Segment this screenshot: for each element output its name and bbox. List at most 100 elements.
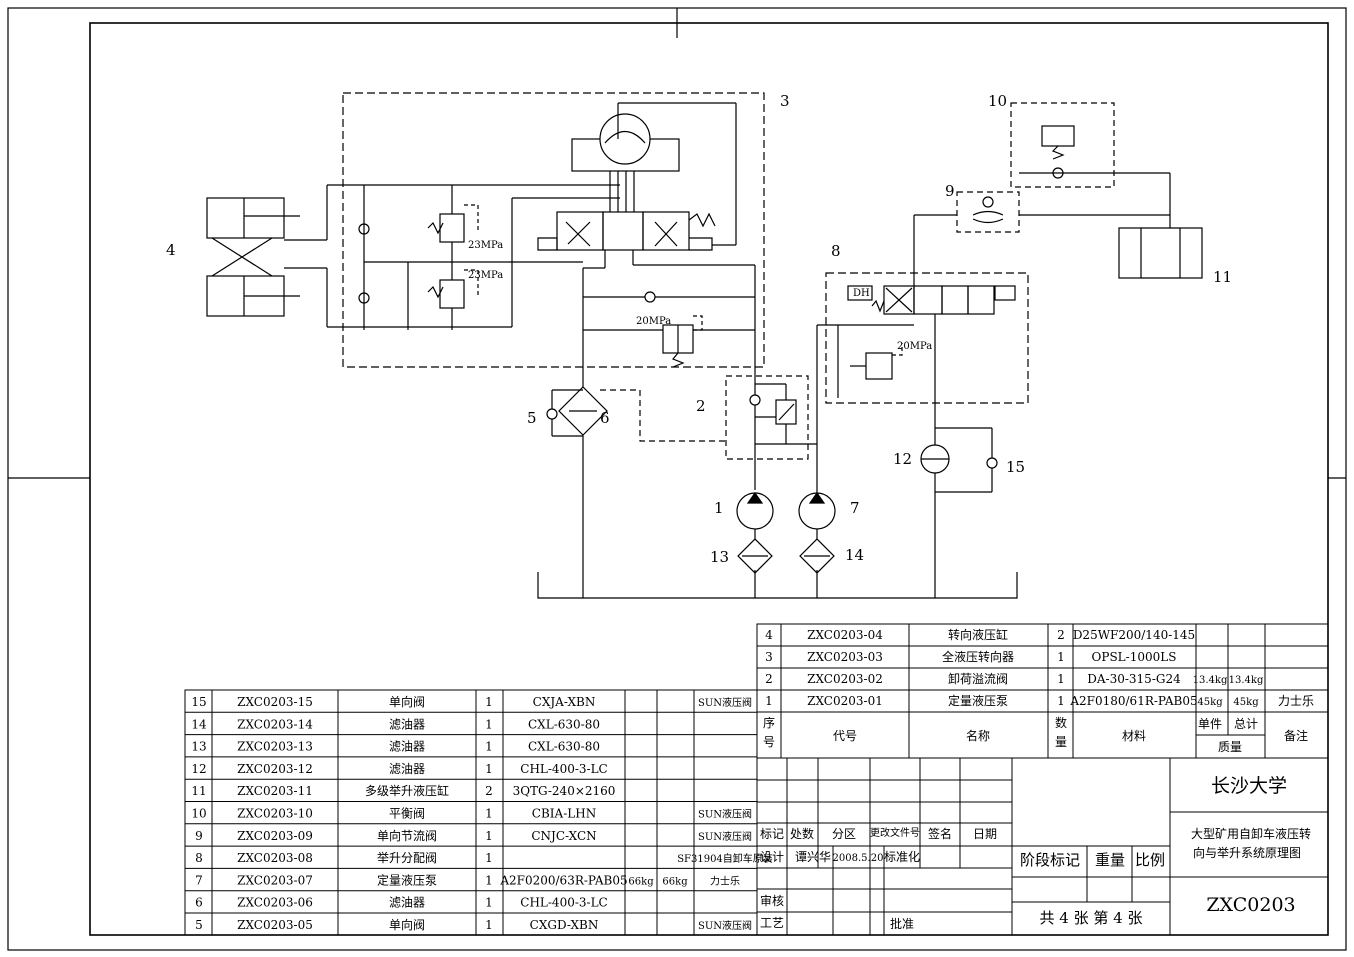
throttle-valve-boundary bbox=[956, 191, 1020, 233]
tb-sign: 签名 bbox=[928, 826, 952, 841]
lt-row-10-name: 平衡阀 bbox=[389, 807, 425, 821]
rt-h-qty-a: 数 bbox=[1055, 715, 1067, 730]
lt-row-8-name: 举升分配阀 bbox=[377, 851, 437, 865]
lt-row-13-code: ZXC0203-13 bbox=[237, 740, 313, 754]
rt-row-1-name: 定量液压泵 bbox=[948, 693, 1008, 708]
lt-row-12-name: 滤油器 bbox=[389, 762, 425, 776]
tb-title-1: 大型矿用自卸车液压转 bbox=[1191, 826, 1311, 841]
tb-date: 日期 bbox=[973, 827, 997, 841]
comp-num-13: 13 bbox=[710, 548, 729, 566]
lt-row-12-qty: 1 bbox=[485, 762, 493, 776]
rt-row-2-total: 13.4kg bbox=[1229, 675, 1264, 686]
lt-row-9-note: SUN液压阀 bbox=[698, 830, 752, 843]
lt-row-13-seq: 13 bbox=[191, 740, 206, 754]
comp-num-6: 6 bbox=[600, 409, 610, 427]
lt-row-6-seq: 6 bbox=[195, 896, 203, 910]
tb-stage: 阶段标记 bbox=[1020, 851, 1080, 869]
rt-row-3-material: OPSL-1000LS bbox=[1092, 650, 1177, 664]
tb-title-2: 向与举升系统原理图 bbox=[1193, 845, 1301, 860]
label-dh: DH bbox=[853, 288, 870, 299]
tb-design-date: 2008.5.20 bbox=[833, 853, 884, 864]
lt-row-10-qty: 1 bbox=[485, 807, 493, 821]
comp-num-12: 12 bbox=[893, 450, 912, 468]
lt-row-8-seq: 8 bbox=[195, 851, 203, 865]
rt-row-3-name: 全液压转向器 bbox=[942, 649, 1014, 664]
lt-row-7-qty: 1 bbox=[485, 873, 493, 887]
lt-row-7-unit: 66kg bbox=[628, 876, 654, 887]
lt-row-9-material: CNJC-XCN bbox=[531, 829, 596, 843]
comp-num-11: 11 bbox=[1213, 268, 1232, 286]
comp-num-10: 10 bbox=[988, 92, 1007, 110]
lt-row-15-note: SUN液压阀 bbox=[698, 696, 752, 709]
lt-row-9-qty: 1 bbox=[485, 829, 493, 843]
unloading-valve-boundary bbox=[725, 375, 809, 460]
rt-row-3-code: ZXC0203-03 bbox=[807, 650, 883, 664]
tb-standard: 标准化 bbox=[884, 850, 920, 864]
tb-school: 长沙大学 bbox=[1211, 775, 1287, 797]
lt-row-9-seq: 9 bbox=[195, 829, 203, 843]
sheet-outer-border bbox=[7, 7, 1347, 951]
lt-row-15-code: ZXC0203-15 bbox=[237, 695, 313, 709]
rt-row-1-code: ZXC0203-01 bbox=[807, 694, 883, 708]
rt-h-mass: 质量 bbox=[1218, 740, 1242, 754]
rt-row-2-code: ZXC0203-02 bbox=[807, 672, 883, 686]
lt-row-12-seq: 12 bbox=[191, 762, 206, 776]
comp-num-8: 8 bbox=[831, 242, 841, 260]
tb-process: 工艺 bbox=[760, 916, 784, 930]
lift-valve-boundary bbox=[825, 272, 1029, 404]
lt-row-8-note: SF31904自卸车原装 bbox=[677, 852, 773, 865]
rt-row-2-unit: 13.4kg bbox=[1193, 675, 1228, 686]
tb-designer: 谭兴华 bbox=[795, 850, 831, 864]
lt-row-15-name: 单向阀 bbox=[389, 694, 425, 709]
lt-row-5-material: CXGD-XBN bbox=[530, 918, 599, 932]
tb-weight: 重量 bbox=[1095, 851, 1125, 869]
rt-row-4-material: D25WF200/140-145 bbox=[1073, 628, 1195, 642]
component-number-labels: 1 2 3 4 5 6 7 8 9 10 11 12 13 14 15 bbox=[166, 92, 1232, 566]
title-block: 标记 处数 分区 更改文件号 签名 日期 设计 谭兴华 2008.5.20 标准… bbox=[760, 775, 1311, 931]
lt-row-5-seq: 5 bbox=[195, 918, 203, 932]
rt-row-2-name: 卸荷溢流阀 bbox=[948, 671, 1008, 686]
rt-row-3-seq: 3 bbox=[765, 650, 773, 664]
lt-row-7-name: 定量液压泵 bbox=[377, 872, 437, 887]
rt-row-1-material: A2F0180/61R-PAB05 bbox=[1069, 694, 1197, 708]
tb-check: 审核 bbox=[760, 893, 784, 908]
rt-row-1-qty: 1 bbox=[1057, 694, 1065, 708]
comp-num-3: 3 bbox=[780, 92, 790, 110]
lt-row-14-seq: 14 bbox=[191, 717, 207, 731]
steering-unit-boundary bbox=[342, 92, 765, 368]
comp-num-14: 14 bbox=[845, 546, 864, 564]
rt-h-total: 总计 bbox=[1234, 717, 1258, 731]
comp-num-5: 5 bbox=[527, 409, 537, 427]
lt-row-6-name: 滤油器 bbox=[389, 896, 425, 910]
rt-h-qty-b: 量 bbox=[1055, 735, 1067, 749]
lt-row-7-seq: 7 bbox=[195, 873, 203, 887]
rt-row-3-qty: 1 bbox=[1057, 650, 1065, 664]
lt-row-5-note: SUN液压阀 bbox=[698, 919, 752, 932]
lt-row-5-qty: 1 bbox=[485, 918, 493, 932]
tb-sheets: 共 4 张 第 4 张 bbox=[1040, 909, 1143, 927]
lt-row-14-material: CXL-630-80 bbox=[528, 717, 600, 731]
lt-row-5-name: 单向阀 bbox=[389, 917, 425, 932]
rt-row-4-name: 转向液压缸 bbox=[948, 627, 1008, 642]
tb-count: 处数 bbox=[790, 826, 814, 841]
lt-row-9-code: ZXC0203-09 bbox=[237, 829, 313, 843]
lt-row-7-note: 力士乐 bbox=[710, 874, 740, 887]
rt-row-1-unit: 45kg bbox=[1197, 697, 1223, 708]
comp-num-1: 1 bbox=[714, 499, 724, 517]
lt-row-11-name: 多级举升液压缸 bbox=[365, 783, 449, 798]
label-20mpa-steer: 20MPa bbox=[636, 316, 671, 327]
lt-row-7-total: 66kg bbox=[662, 876, 688, 887]
tb-mark: 标记 bbox=[760, 827, 784, 841]
rt-h-note: 备注 bbox=[1284, 728, 1308, 743]
lt-row-7-material: A2F0200/63R-PAB05 bbox=[499, 873, 627, 887]
lt-row-15-seq: 15 bbox=[191, 695, 206, 709]
lt-row-14-qty: 1 bbox=[485, 717, 493, 731]
lt-row-12-material: CHL-400-3-LC bbox=[520, 762, 607, 776]
comp-num-9: 9 bbox=[945, 182, 955, 200]
lt-row-15-qty: 1 bbox=[485, 695, 493, 709]
rt-h-seq-a: 序 bbox=[763, 715, 775, 730]
tb-approve: 批准 bbox=[890, 916, 914, 931]
